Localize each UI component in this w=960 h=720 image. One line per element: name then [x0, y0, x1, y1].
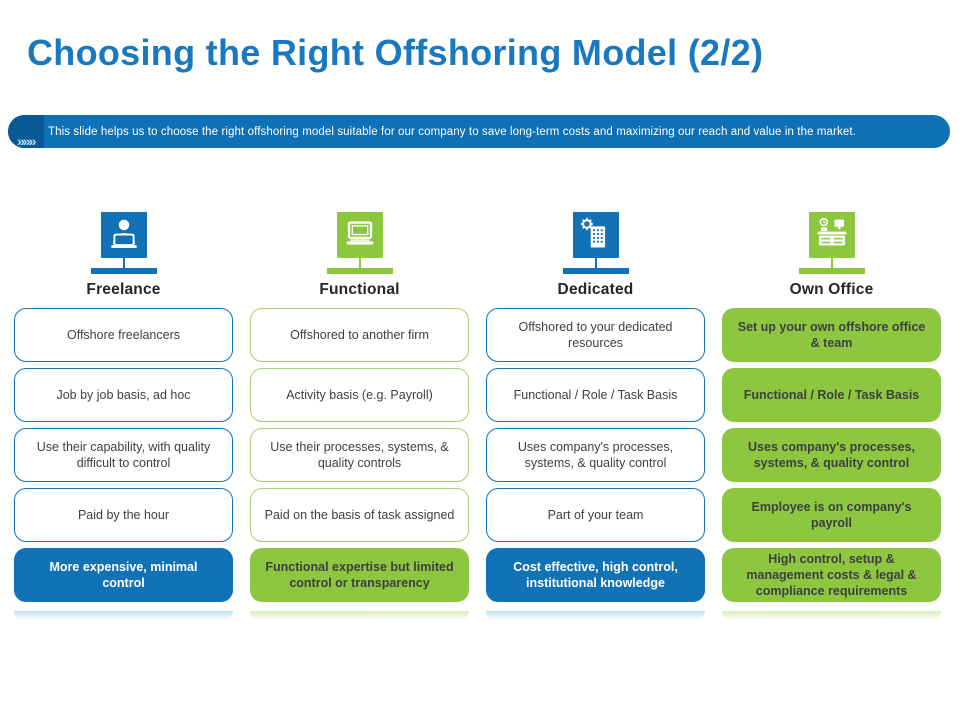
icon-underline-bar: [90, 268, 157, 274]
info-box: Uses company's processes, systems, & qua…: [722, 428, 941, 482]
box-reflection: [722, 611, 941, 620]
column-freelance: Freelance Offshore freelancers Job by jo…: [14, 205, 233, 620]
info-box: Offshored to your dedicated resources: [486, 308, 705, 362]
info-box: Part of your team: [486, 488, 705, 542]
info-box: Offshore freelancers: [14, 308, 233, 362]
comparison-columns: Freelance Offshore freelancers Job by jo…: [14, 205, 941, 620]
icon-underline-bar: [798, 268, 865, 274]
box-reflection: [250, 611, 469, 620]
info-box: Paid on the basis of task assigned: [250, 488, 469, 542]
icon-connector: [594, 258, 597, 268]
slide-title: Choosing the Right Offshoring Model (2/2…: [27, 32, 764, 73]
info-banner: »»» This slide helps us to choose the ri…: [8, 115, 950, 148]
box-reflection: [14, 611, 233, 620]
dedicated-rows: Offshored to your dedicated resources Fu…: [486, 308, 705, 620]
column-title-functional: Functional: [319, 281, 400, 298]
info-box: Offshored to another firm: [250, 308, 469, 362]
own-office-rows: Set up your own offshore office & team F…: [722, 308, 941, 620]
summary-box: Functional expertise but limited control…: [250, 548, 469, 602]
info-box: Activity basis (e.g. Payroll): [250, 368, 469, 422]
info-box: Uses company's processes, systems, & qua…: [486, 428, 705, 482]
freelance-rows: Offshore freelancers Job by job basis, a…: [14, 308, 233, 620]
banner-left-cap: [8, 115, 44, 148]
column-title-freelance: Freelance: [86, 281, 161, 298]
info-box: Job by job basis, ad hoc: [14, 368, 233, 422]
icon-connector: [830, 258, 833, 268]
info-box: Use their processes, systems, & quality …: [250, 428, 469, 482]
summary-box: High control, setup & management costs &…: [722, 548, 941, 602]
icon-underline-bar: [562, 268, 629, 274]
info-box: Functional / Role / Task Basis: [722, 368, 941, 422]
summary-box: More expensive, minimal control: [14, 548, 233, 602]
info-box: Use their capability, with quality diffi…: [14, 428, 233, 482]
column-title-dedicated: Dedicated: [557, 281, 634, 298]
column-functional: Functional Offshored to another firm Act…: [250, 205, 469, 620]
summary-box: Cost effective, high control, institutio…: [486, 548, 705, 602]
functional-rows: Offshored to another firm Activity basis…: [250, 308, 469, 620]
icon-connector: [122, 258, 125, 268]
info-box: Paid by the hour: [14, 488, 233, 542]
chevrons-icon: »»»: [17, 133, 36, 149]
icon-underline-bar: [326, 268, 393, 274]
info-box: Set up your own offshore office & team: [722, 308, 941, 362]
office-desk-icon: [808, 212, 855, 258]
banner-text: This slide helps us to choose the right …: [48, 125, 856, 138]
column-title-own-office: Own Office: [789, 281, 874, 298]
column-dedicated: Dedicated Offshored to your dedicated re…: [486, 205, 705, 620]
box-reflection: [486, 611, 705, 620]
laptop-icon: [336, 212, 383, 258]
column-own-office: Own Office Set up your own offshore offi…: [722, 205, 941, 620]
info-box: Employee is on company's payroll: [722, 488, 941, 542]
icon-connector: [358, 258, 361, 268]
info-box: Functional / Role / Task Basis: [486, 368, 705, 422]
freelancer-at-laptop-icon: [100, 212, 147, 258]
building-gear-icon: [572, 212, 619, 258]
